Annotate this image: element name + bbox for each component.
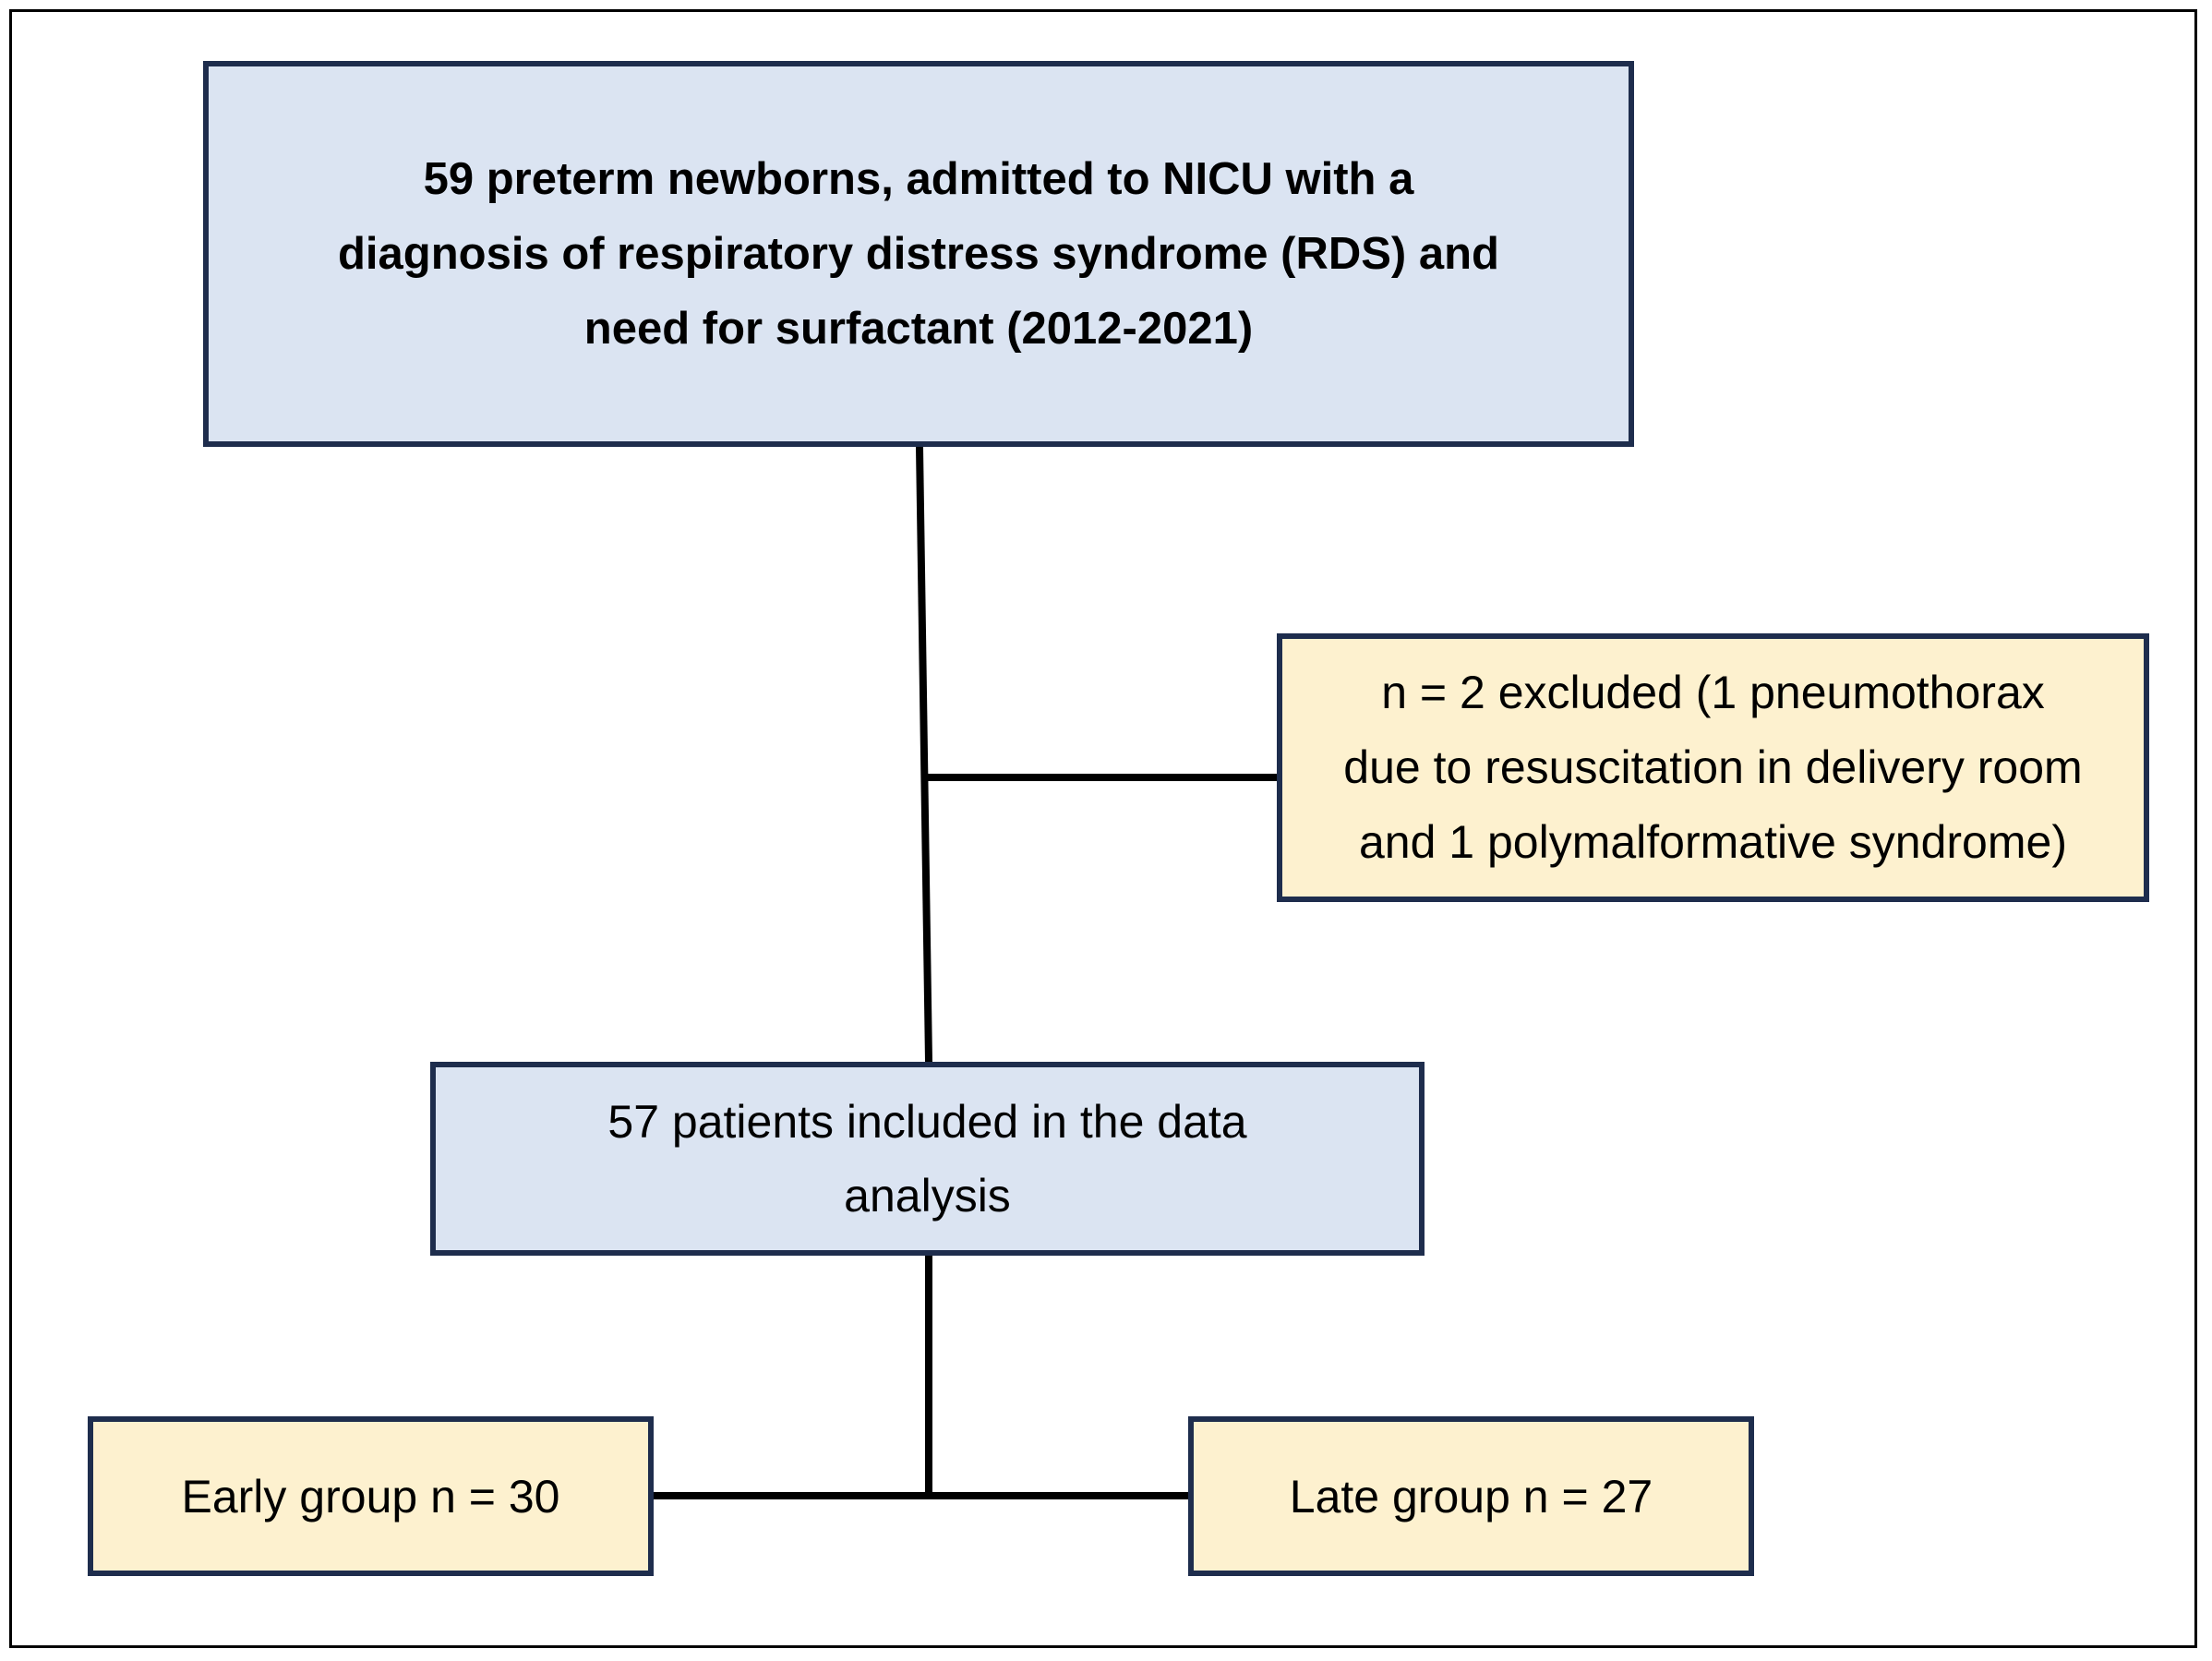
excluded-text: n = 2 excluded (1 pneumothorax due to re…: [1343, 667, 2083, 868]
included-text: 57 patients included in the data analysi…: [607, 1096, 1247, 1222]
enrolled-text: 59 preterm newborns, admitted to NICU wi…: [338, 153, 1499, 354]
excluded-box: n = 2 excluded (1 pneumothorax due to re…: [1277, 633, 2149, 902]
late-group-box: Late group n = 27: [1188, 1416, 1754, 1576]
late-group-text: Late group n = 27: [1289, 1470, 1653, 1523]
early-group-text: Early group n = 30: [181, 1470, 560, 1523]
included-box: 57 patients included in the data analysi…: [430, 1062, 1425, 1256]
enrolled-box: 59 preterm newborns, admitted to NICU wi…: [203, 61, 1634, 447]
connector-enrolled-to-included: [916, 446, 932, 1063]
diagram-frame: [9, 9, 2197, 1648]
early-group-box: Early group n = 30: [88, 1416, 654, 1576]
